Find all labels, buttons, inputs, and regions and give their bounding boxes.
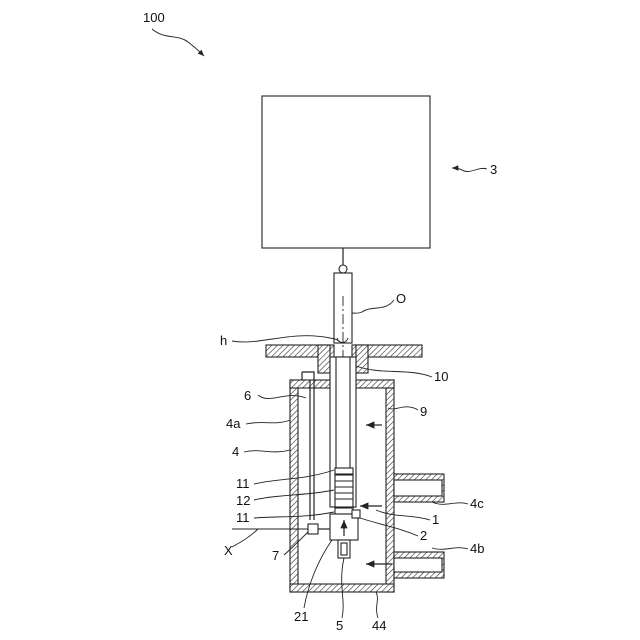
label-5: 5: [336, 618, 343, 633]
label-21: 21: [294, 609, 308, 624]
leader-4a: [246, 420, 290, 424]
housing-wall-top-right: [356, 380, 394, 388]
shaft-inner: [336, 357, 350, 469]
label-4a: 4a: [226, 416, 241, 431]
ball-joint: [339, 265, 347, 273]
flange-boss-left: [318, 345, 330, 373]
spring-12: [335, 475, 353, 507]
label-4b: 4b: [470, 541, 484, 556]
sensor-7: [308, 524, 318, 534]
label-x: X: [224, 543, 233, 558]
leader-4b: [432, 548, 468, 550]
housing-wall-left: [290, 380, 298, 592]
label-3: 3: [490, 162, 497, 177]
leader-4: [244, 450, 290, 452]
label-4c: 4c: [470, 496, 484, 511]
leader-x: [232, 529, 258, 547]
leader-21: [304, 540, 332, 608]
leader-44: [376, 592, 378, 618]
label-44: 44: [372, 618, 386, 633]
label-o: O: [396, 291, 406, 306]
label-9: 9: [420, 404, 427, 419]
label-7: 7: [272, 548, 279, 563]
label-11-lower: 11: [236, 510, 250, 525]
label-2: 2: [420, 528, 427, 543]
label-1: 1: [432, 512, 439, 527]
leader-1: [376, 510, 430, 520]
drive-unit-box: [262, 96, 430, 248]
housing-wall-right: [386, 380, 394, 592]
ring-11-upper: [335, 468, 353, 474]
leader-3: [452, 168, 487, 172]
pipe-6: [302, 372, 314, 520]
label-100: 100: [143, 10, 165, 25]
label-11-upper: 11: [236, 476, 250, 491]
label-12: 12: [236, 493, 250, 508]
label-6: 6: [244, 388, 251, 403]
leader-6: [258, 395, 306, 399]
label-10: 10: [434, 369, 448, 384]
label-h: h: [220, 333, 227, 348]
leader-o: [352, 300, 394, 313]
tip-2: [352, 510, 360, 518]
leader-100: [152, 29, 204, 56]
ring-11-lower: [335, 508, 353, 514]
label-4: 4: [232, 444, 239, 459]
leader-h: [232, 336, 340, 342]
